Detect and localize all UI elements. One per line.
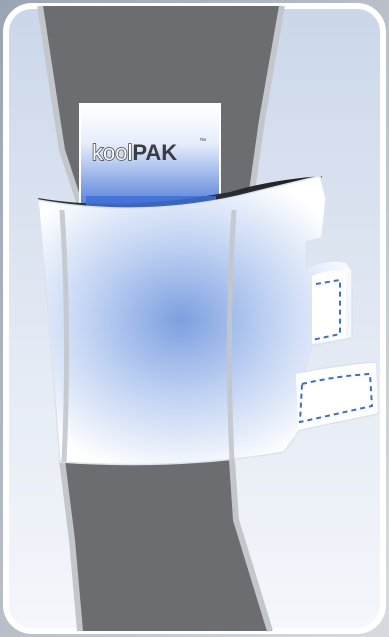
pack-brand-suffix: PAK [132, 140, 177, 165]
pack-brand-prefix: kool [92, 140, 132, 165]
pack-brand-label: koolPAK [92, 140, 177, 165]
velcro-strap-upper [312, 271, 346, 344]
pack-trademark: ™ [199, 138, 206, 145]
